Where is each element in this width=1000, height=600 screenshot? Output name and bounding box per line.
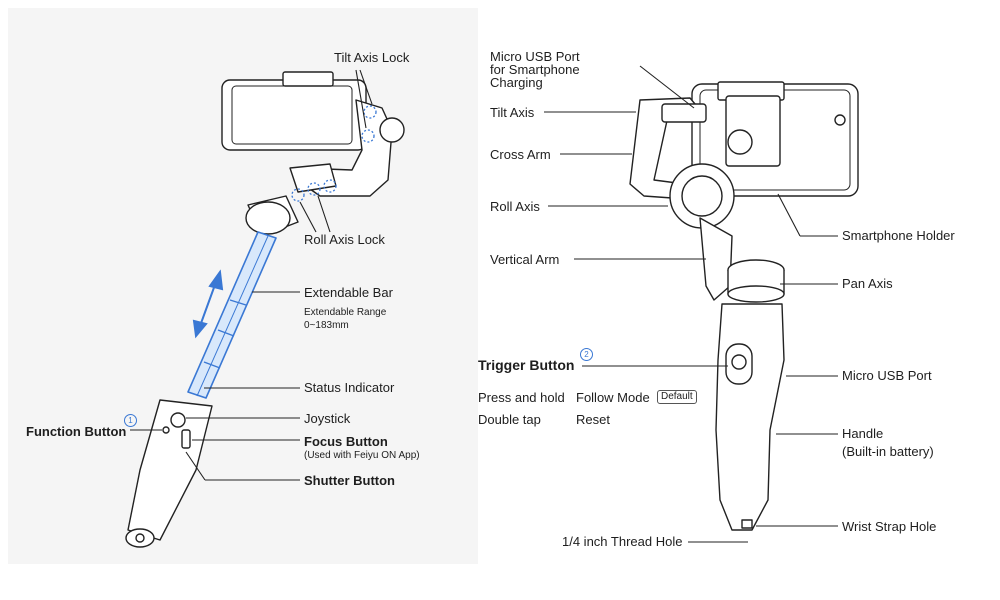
- left-gimbal-illustration: [125, 71, 405, 548]
- label-roll-axis: Roll Axis: [490, 199, 540, 214]
- default-badge: Default: [657, 390, 697, 404]
- label-focus-note: (Used with Feiyu ON App): [304, 450, 420, 461]
- label-shutter-button: Shutter Button: [304, 473, 395, 488]
- label-micro-usb-charging-2: for Smartphone: [490, 62, 580, 77]
- extend-arrow: [192, 269, 224, 339]
- label-micro-usb-charging-1: Micro USB Port: [490, 49, 580, 64]
- lock-markers: [291, 105, 377, 202]
- label-wrist-strap-hole: Wrist Strap Hole: [842, 519, 937, 534]
- label-trigger-button: Trigger Button: [478, 357, 575, 373]
- label-vertical-arm: Vertical Arm: [490, 252, 560, 267]
- label-handle: Handle: [842, 426, 884, 441]
- label-function-button: Function Button: [26, 424, 127, 439]
- label-press-and-hold: Press and hold: [478, 390, 565, 405]
- label-focus-button: Focus Button: [304, 434, 388, 449]
- label-handle-note: (Built-in battery): [842, 444, 934, 459]
- trigger-button-number: 2: [580, 348, 593, 361]
- left-leader-lines: [130, 69, 373, 481]
- label-roll-axis-lock: Roll Axis Lock: [304, 232, 385, 247]
- label-micro-usb-charging-3: Charging: [490, 75, 543, 90]
- label-thread-hole: 1/4 inch Thread Hole: [562, 534, 683, 549]
- label-pan-axis: Pan Axis: [842, 276, 893, 291]
- label-smartphone-holder: Smartphone Holder: [842, 228, 955, 243]
- label-extendable-range: Extendable Range: [304, 307, 387, 318]
- label-cross-arm: Cross Arm: [490, 147, 551, 162]
- label-joystick: Joystick: [304, 411, 351, 426]
- right-leader-lines: [544, 65, 838, 543]
- label-double-tap: Double tap: [478, 412, 541, 427]
- label-status-indicator: Status Indicator: [304, 380, 395, 395]
- label-extendable-bar: Extendable Bar: [304, 285, 393, 300]
- right-gimbal-illustration: [629, 81, 859, 531]
- label-tilt-axis-lock: Tilt Axis Lock: [334, 50, 410, 65]
- label-follow-mode: Follow Mode: [576, 390, 650, 405]
- function-button-number: 1: [124, 414, 137, 427]
- label-micro-usb-port: Micro USB Port: [842, 368, 932, 383]
- label-tilt-axis: Tilt Axis: [490, 105, 535, 120]
- label-reset: Reset: [576, 412, 610, 427]
- label-range-value: 0~183mm: [304, 320, 349, 331]
